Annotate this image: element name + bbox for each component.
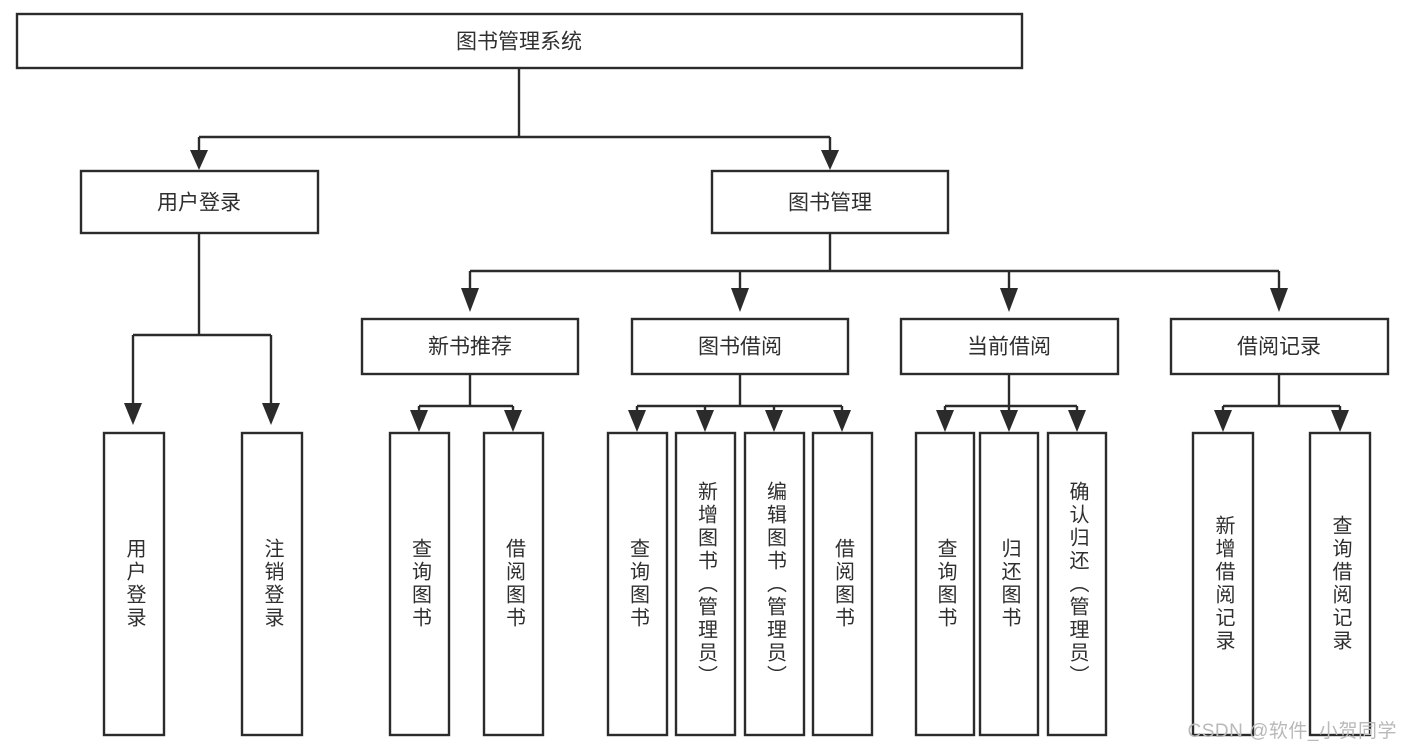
node-book-management-label: 图书管理 bbox=[788, 192, 872, 215]
connector-book-management-to-level3 bbox=[461, 233, 1288, 312]
node-current-borrow-box[interactable] bbox=[899, 317, 1120, 376]
node-root[interactable]: 图书管理系统 bbox=[15, 12, 1024, 70]
node-book-management[interactable]: 图书管理 bbox=[710, 169, 950, 235]
arrow-head-icon bbox=[1068, 410, 1086, 432]
arrow-head-icon bbox=[628, 410, 646, 432]
arrow-head-icon bbox=[124, 403, 142, 425]
arrow-head-icon bbox=[504, 410, 522, 432]
leaf-add-borrow-record-box[interactable] bbox=[1191, 431, 1255, 737]
leaf-query-book-borrow-box[interactable] bbox=[606, 431, 669, 737]
arrow-head-icon bbox=[821, 150, 839, 170]
leaf-user-login-box[interactable] bbox=[102, 431, 166, 737]
node-book-borrow[interactable]: 图书借阅 bbox=[630, 317, 850, 376]
connector-current-borrow-to-leaves bbox=[936, 374, 1086, 432]
arrow-head-icon bbox=[833, 410, 851, 432]
arrow-head-icon bbox=[190, 150, 208, 170]
arrow-head-icon bbox=[1214, 410, 1232, 432]
node-root-label: 图书管理系统 bbox=[456, 31, 582, 54]
arrow-head-icon bbox=[936, 410, 954, 432]
node-borrow-record[interactable]: 借阅记录 bbox=[1169, 317, 1390, 376]
node-new-book-recommend-label: 新书推荐 bbox=[428, 336, 512, 359]
node-new-book-recommend[interactable]: 新书推荐 bbox=[360, 317, 580, 376]
node-borrow-record-label: 借阅记录 bbox=[1237, 336, 1321, 359]
node-new-book-recommend-box[interactable] bbox=[360, 317, 580, 376]
node-root-box[interactable] bbox=[15, 12, 1024, 70]
arrow-head-icon bbox=[1331, 410, 1349, 432]
arrow-head-icon bbox=[1270, 288, 1288, 312]
arrow-head-icon bbox=[765, 410, 783, 432]
leaf-query-borrow-record-box[interactable] bbox=[1308, 431, 1372, 737]
arrow-head-icon bbox=[696, 410, 714, 432]
node-user-login-box[interactable] bbox=[79, 169, 320, 235]
connector-borrow-record-to-leaves bbox=[1214, 374, 1349, 432]
node-user-login[interactable]: 用户登录 bbox=[79, 169, 320, 235]
connector-root-to-level2 bbox=[190, 68, 839, 170]
node-user-login-label: 用户登录 bbox=[157, 192, 241, 215]
leaf-query-book-current-box[interactable] bbox=[914, 431, 976, 737]
arrow-head-icon bbox=[1000, 288, 1018, 312]
leaf-borrow-book-rec-box[interactable] bbox=[482, 431, 545, 737]
node-book-borrow-label: 图书借阅 bbox=[698, 336, 782, 359]
leaf-edit-book-admin-box[interactable] bbox=[743, 431, 806, 737]
node-current-borrow[interactable]: 当前借阅 bbox=[899, 317, 1120, 376]
node-current-borrow-label: 当前借阅 bbox=[967, 336, 1051, 359]
arrow-head-icon bbox=[262, 403, 280, 425]
arrow-head-icon bbox=[731, 288, 749, 312]
connector-book-borrow-to-leaves bbox=[628, 374, 851, 432]
connector-new-book-recommend-to-leaves bbox=[410, 374, 522, 432]
arrow-head-icon bbox=[1000, 410, 1018, 432]
connector-user-login-to-leaves bbox=[124, 233, 280, 425]
leaf-return-book-box[interactable] bbox=[978, 431, 1040, 737]
leaf-query-book-rec-box[interactable] bbox=[388, 431, 451, 737]
leaf-logout-box[interactable] bbox=[240, 431, 304, 737]
csdn-watermark: CSDN @软件_小贺同学 bbox=[1187, 721, 1397, 742]
leaf-confirm-return-admin-box[interactable] bbox=[1046, 431, 1108, 737]
leaf-borrow-book-box[interactable] bbox=[811, 431, 874, 737]
arrow-head-icon bbox=[461, 288, 479, 312]
arrow-head-icon bbox=[410, 410, 428, 432]
leaf-add-book-admin-box[interactable] bbox=[674, 431, 737, 737]
